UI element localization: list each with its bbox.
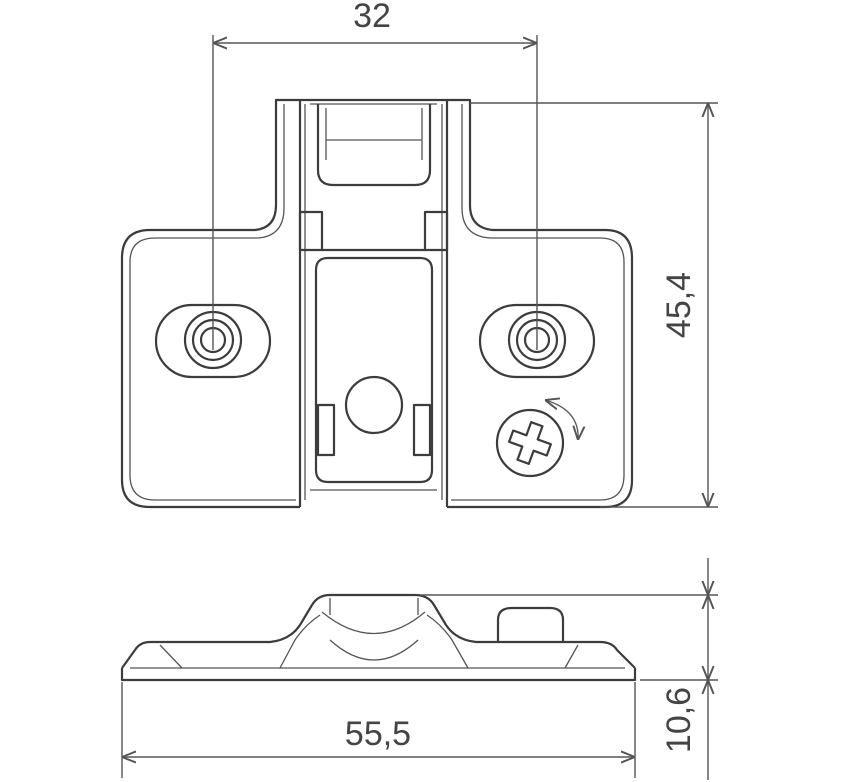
- dimension-label-10-6: 10,6: [660, 687, 698, 753]
- dimension-height: 45,4: [470, 102, 718, 508]
- dimension-length: 55,5: [121, 682, 636, 778]
- right-wing: [447, 98, 634, 509]
- adjustment-screw: [495, 400, 578, 478]
- dimension-label-32: 32: [353, 0, 391, 35]
- center-body: [298, 98, 449, 507]
- dimension-label-45-4: 45,4: [660, 272, 698, 338]
- dimension-label-55-5: 55,5: [345, 715, 411, 753]
- side-view: [120, 593, 637, 682]
- center-hole: [344, 375, 404, 435]
- dimension-hole-spacing: 32: [212, 0, 538, 350]
- left-wing: [120, 98, 300, 509]
- top-view: [120, 98, 634, 509]
- dimension-thickness: 10,6: [420, 558, 718, 780]
- screw-head: [496, 606, 565, 642]
